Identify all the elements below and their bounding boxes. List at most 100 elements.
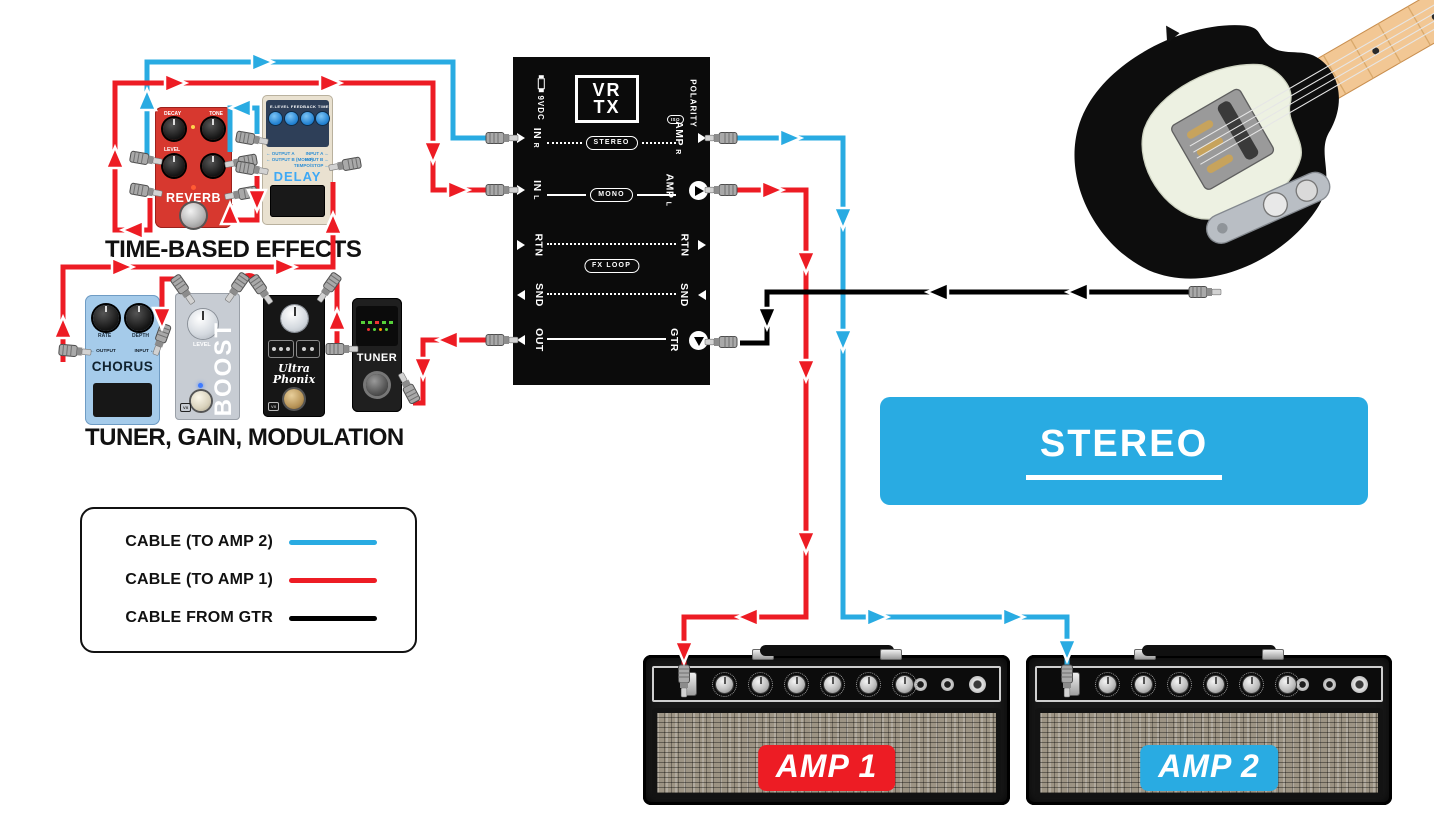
port-amp-l: AMP L	[653, 174, 686, 207]
out-row-line	[547, 338, 666, 340]
mode-knob[interactable]	[202, 155, 224, 177]
port-rtn-left: RTN	[517, 233, 550, 257]
amp-input-jack[interactable]	[1065, 672, 1080, 696]
dotted-line	[641, 142, 677, 144]
level-knob[interactable]	[163, 155, 185, 177]
handle-cap	[879, 649, 902, 660]
mini-knob[interactable]	[279, 347, 283, 351]
cable-arrowhead-icon	[163, 72, 190, 94]
aux-jack[interactable]	[941, 677, 954, 691]
cable-arrowhead-icon	[865, 606, 892, 628]
input-a-label: INPUT A ←	[305, 151, 329, 156]
amp-grille: AMP 1	[652, 708, 1001, 798]
section-label-tuner-gain-modulation: TUNER, GAIN, MODULATION	[85, 424, 404, 451]
amp-cabinet: AMP 2	[1026, 655, 1392, 805]
snd-row-line	[547, 293, 676, 295]
port-label: SND	[678, 283, 691, 307]
tuner-footswitch[interactable]	[366, 374, 388, 396]
amp-knob[interactable]	[748, 671, 773, 697]
amp-knob[interactable]	[1275, 671, 1300, 697]
boost-footswitch[interactable]	[191, 391, 211, 411]
delay-input-labels: INPUT A ← INPUT B ← TEMPO/STOP ←	[294, 151, 329, 169]
port-label: AMP	[673, 121, 686, 146]
amp-grille: AMP 2	[1035, 708, 1383, 798]
cable-delay-outb-to-reverb-inb	[227, 105, 260, 152]
chorus-pedal: RATE DEPTH ← OUTPUT INPUT ← CHORUS	[85, 295, 160, 425]
cable-arrowhead-icon	[795, 250, 817, 277]
elevel-knob[interactable]	[269, 112, 282, 125]
amp-knob[interactable]	[1203, 671, 1228, 697]
handle-bar	[759, 645, 894, 656]
cable-arrowhead-icon	[795, 358, 817, 385]
delay-footswitch-pad[interactable]	[270, 185, 325, 217]
port-in-r: IN R	[517, 126, 547, 150]
amp-knob[interactable]	[1095, 671, 1120, 697]
amp-handle	[1134, 645, 1284, 660]
rate-knob[interactable]	[93, 305, 119, 331]
delay-pedal: E.LEVEL FEEDBACK TIME ← OUTPUT A ← OUTPU…	[262, 95, 333, 225]
rtn-row-line	[547, 243, 676, 245]
gtr-pad-button[interactable]	[689, 331, 708, 350]
amp-knob[interactable]	[712, 671, 737, 697]
arrow-in-icon	[517, 133, 525, 143]
stereo-tag: STEREO	[585, 136, 638, 150]
chorus-footswitch-pad[interactable]	[93, 383, 152, 417]
time-knob[interactable]	[301, 112, 314, 125]
tuning-meter-leds	[361, 321, 393, 324]
mono-row-line: MONO	[547, 188, 677, 202]
legend-label-amp1: CABLE (TO AMP 1)	[125, 571, 273, 588]
drive-knob[interactable]	[281, 305, 308, 332]
delay-knob-labels: E.LEVEL FEEDBACK TIME	[270, 104, 329, 109]
amp-knob[interactable]	[1167, 671, 1192, 697]
amp-knob[interactable]	[856, 671, 881, 697]
polarity-button[interactable]	[689, 181, 708, 200]
amp-knob[interactable]	[1239, 671, 1264, 697]
arrow-in-icon	[517, 240, 525, 250]
amp-handle	[751, 645, 902, 660]
cable-arrowhead-icon	[422, 140, 444, 167]
cable-arrowhead-icon	[412, 356, 434, 383]
cable-arrowhead-icon	[446, 179, 473, 201]
cable-arrowhead-icon	[433, 329, 460, 351]
delay-control-panel: E.LEVEL FEEDBACK TIME	[266, 100, 329, 147]
decay-knob[interactable]	[163, 118, 185, 140]
port-label: RTN	[678, 233, 691, 257]
vrtx-logo: VR TX	[575, 75, 639, 123]
chorus-name: CHORUS	[91, 359, 154, 374]
tempo-label: TEMPO/STOP ←	[293, 163, 329, 168]
cable-arrowhead-icon	[733, 606, 760, 628]
mini-knob[interactable]	[272, 347, 276, 351]
cable-arrowhead-icon	[326, 305, 348, 332]
mini-knob[interactable]	[310, 347, 315, 351]
guitar-illustration	[1074, 0, 1434, 279]
arrow-out-icon	[698, 240, 706, 250]
power-label: 9VDC	[536, 78, 545, 121]
mode-knob[interactable]	[316, 112, 329, 125]
amp-knob[interactable]	[820, 671, 845, 697]
amp-input-jack[interactable]	[682, 672, 697, 696]
port-out: OUT	[517, 328, 551, 352]
cable-arrowhead-icon	[795, 530, 817, 557]
legend-line-gtr	[289, 615, 377, 621]
port-amp-r: AMP R	[662, 121, 706, 155]
boost-name: BOOST	[210, 321, 237, 417]
amp-knob[interactable]	[1131, 671, 1156, 697]
amp-knob[interactable]	[784, 671, 809, 697]
mini-knob[interactable]	[286, 347, 290, 351]
amp-knob[interactable]	[892, 671, 917, 697]
reverb-footswitch[interactable]	[181, 203, 206, 228]
port-label: IN	[531, 127, 544, 140]
phonix-footswitch[interactable]	[284, 389, 304, 409]
depth-knob[interactable]	[126, 305, 152, 331]
status-led	[191, 185, 196, 190]
aux-jack[interactable]	[1323, 677, 1336, 691]
guitar-bridge	[1171, 88, 1275, 190]
vrtx-logo-line2: TX	[593, 97, 621, 117]
pilot-light	[969, 675, 986, 693]
phonix-name-line1: Ultra	[278, 362, 310, 375]
port-label: AMP	[663, 173, 676, 199]
tone-knob[interactable]	[202, 118, 224, 140]
feedback-knob[interactable]	[285, 112, 298, 125]
mini-knob[interactable]	[301, 347, 306, 351]
